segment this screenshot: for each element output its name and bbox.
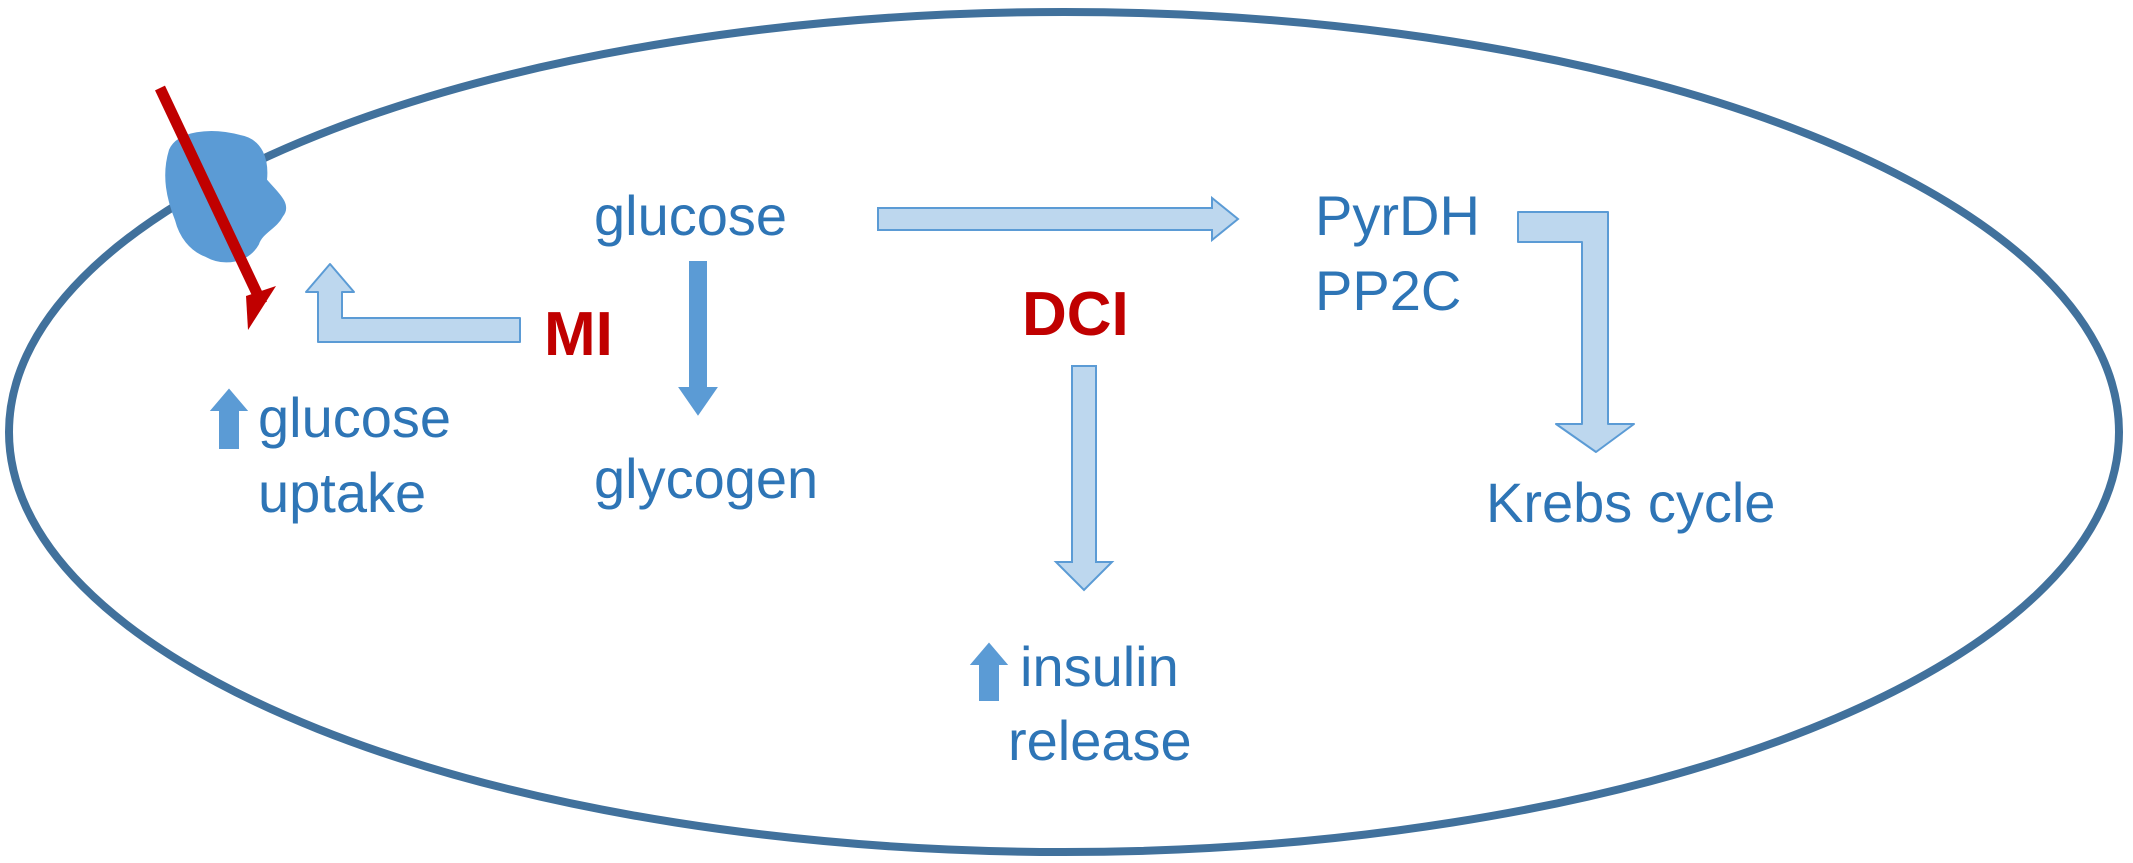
- up-arrow-icon: [969, 642, 1009, 701]
- glucose-uptake-label-line1: glucose: [258, 386, 451, 449]
- glycogen-label: glycogen: [594, 447, 818, 510]
- mi-label: MI: [544, 300, 613, 369]
- dci-label: DCI: [1022, 280, 1129, 349]
- glucose-uptake-label-line2: uptake: [258, 461, 426, 524]
- mi-to-uptake-arrow: [305, 263, 521, 343]
- cell-outline: [5, 8, 2123, 856]
- glucose-to-glycogen-arrow: [678, 261, 718, 416]
- krebs-cycle-label: Krebs cycle: [1486, 471, 1775, 534]
- up-arrow-icon: [209, 388, 249, 449]
- pyrdh-label: PyrDH: [1315, 184, 1480, 247]
- glucose-label: glucose: [594, 184, 787, 247]
- inhibition-slash-icon: [155, 85, 276, 330]
- pp2c-label: PP2C: [1315, 259, 1461, 322]
- insulin-release-label-line2: release: [1008, 709, 1192, 772]
- dci-to-insulin-arrow: [1053, 365, 1115, 592]
- glucose-to-pyrdh-arrow: [877, 195, 1240, 243]
- insulin-release-label-line1: insulin: [1020, 635, 1179, 698]
- pyrdh-to-krebs-arrow: [1517, 211, 1635, 453]
